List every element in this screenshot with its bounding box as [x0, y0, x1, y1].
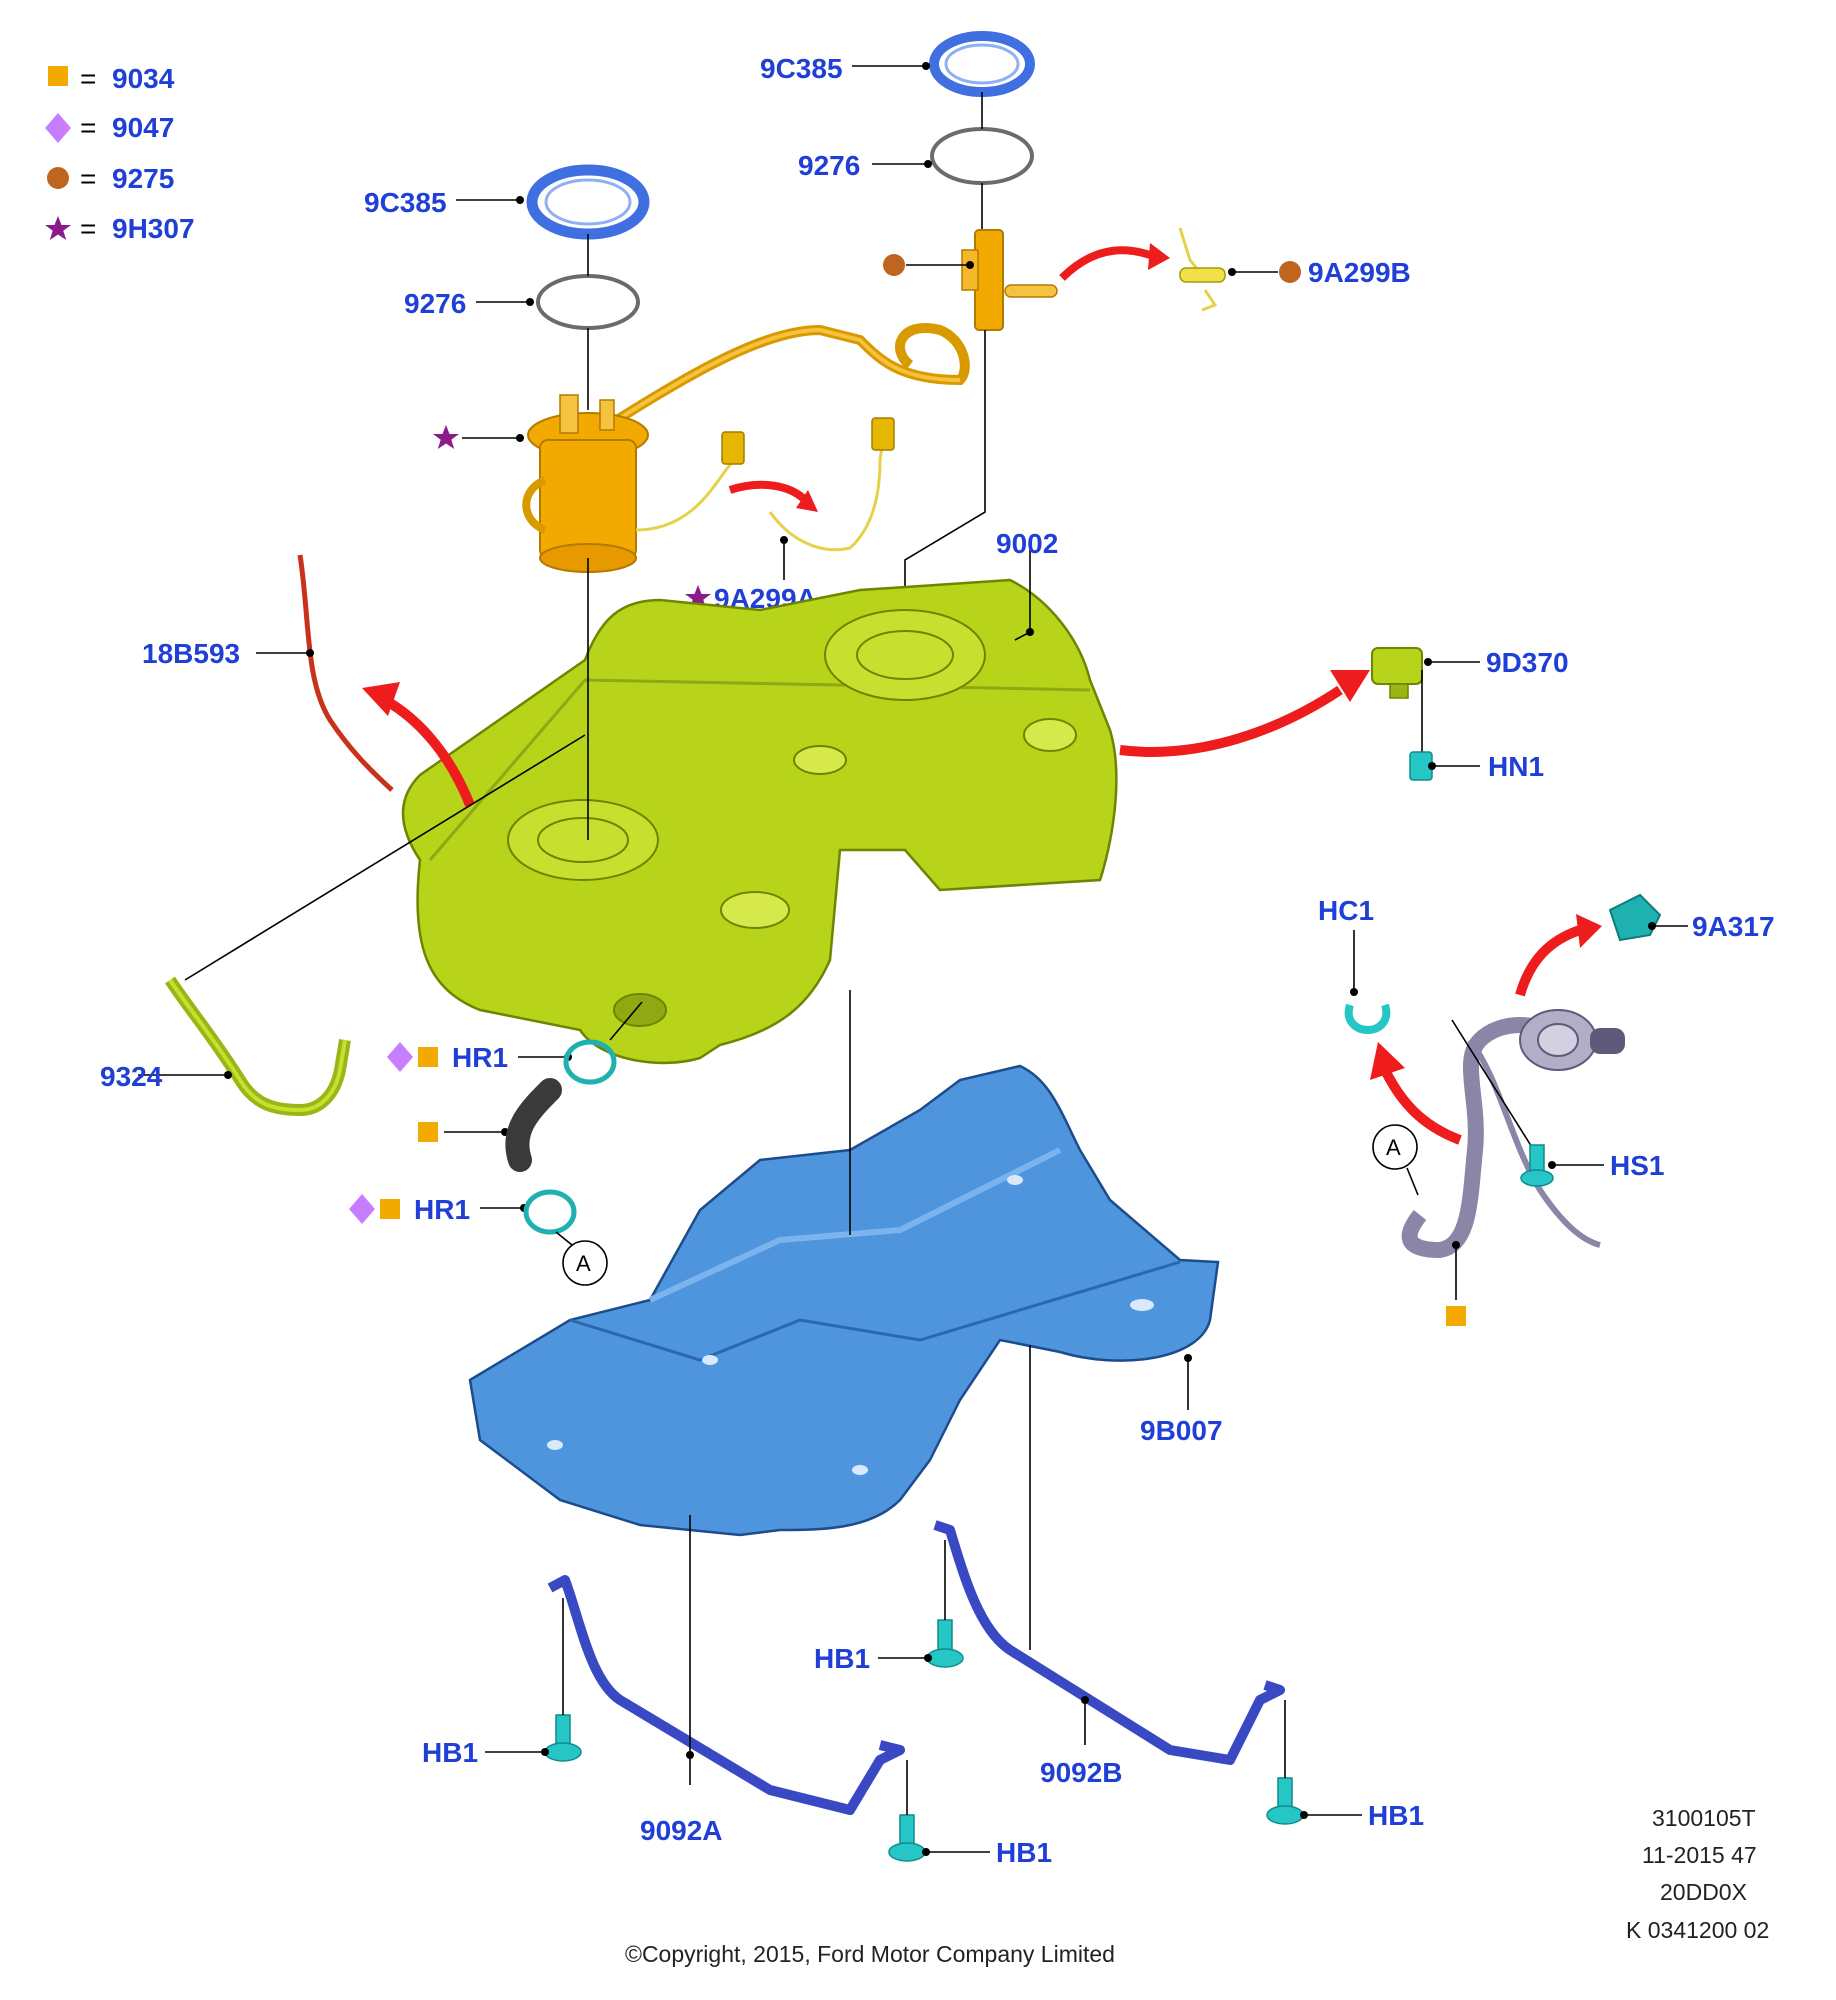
callout-a-left [562, 1240, 608, 1286]
label-9B007: 9B007 [1140, 1415, 1223, 1446]
o-ring-left-part [536, 274, 640, 330]
label-9D370: 9D370 [1486, 647, 1569, 678]
label-9A299B: 9A299B [1308, 257, 1411, 288]
arrow-head-icon [1330, 670, 1370, 702]
callout-a-left-text: A [576, 1251, 591, 1276]
symbol-9H307-icon [433, 425, 459, 449]
label-9092B: 9092B [1040, 1757, 1123, 1788]
seal-ring-left-part [526, 164, 650, 240]
arrow-head-icon [1370, 1042, 1405, 1080]
arrow-to-sender-b-icon [1059, 246, 1152, 281]
legend: = 9034 = 9047 = 9275 = 9H307 [45, 63, 195, 244]
fuel-tank-part [401, 578, 1118, 1065]
label-18B593: 18B593 [142, 638, 240, 669]
heat-shield-part [468, 1064, 1220, 1537]
legend-code-9H307: 9H307 [112, 213, 195, 244]
bolt-hb1-right-part [1266, 1777, 1304, 1825]
legend-equals: = [80, 112, 96, 143]
symbol-9275-icon [883, 254, 905, 276]
label-HR1-upper: HR1 [452, 1042, 508, 1073]
symbol-9275-icon [1279, 261, 1301, 283]
screw-hs1-part [1520, 1144, 1554, 1187]
clip-hc1-part [1344, 1003, 1391, 1035]
arrow-head-icon [1576, 914, 1602, 948]
hose-clamp-upper-part [563, 1039, 617, 1085]
label-HS1: HS1 [1610, 1150, 1664, 1181]
bolt-hb1-bottom-part [888, 1814, 926, 1862]
copyright-text: ©Copyright, 2015, Ford Motor Company Lim… [625, 1941, 1115, 1967]
label-HN1: HN1 [1488, 751, 1544, 782]
symbol-9034-icon [418, 1122, 438, 1142]
arrow-tank-to-vent-icon [382, 695, 475, 807]
vent-tube-part [297, 554, 394, 792]
sender-b-part [1178, 227, 1226, 312]
symbol-9034-icon [380, 1199, 400, 1219]
bolt-hb1-mid-part [926, 1619, 964, 1668]
symbol-9034-icon [1446, 1306, 1466, 1326]
vent-valve-part [1371, 647, 1423, 699]
symbol-9034-icon [418, 1047, 438, 1067]
label-9092A: 9092A [640, 1815, 723, 1846]
strap-9092a-part [547, 1575, 905, 1815]
strap-9092b-part [933, 1520, 1285, 1765]
label-HR1-lower: HR1 [414, 1194, 470, 1225]
o-ring-right-part [930, 127, 1034, 185]
symbol-9047-icon [349, 1194, 375, 1224]
label-9C385-left: 9C385 [364, 187, 447, 218]
arrow-filler-to-clip-icon [1380, 1067, 1462, 1145]
legend-code-9034: 9034 [112, 63, 175, 94]
arrow-to-sender-a-icon [728, 480, 808, 504]
legend-star-icon [45, 216, 71, 240]
label-HB1-bottom: HB1 [996, 1837, 1052, 1868]
arrow-head-icon [796, 490, 818, 512]
meta-line-2: 11-2015 47 [1642, 1842, 1757, 1868]
label-9324: 9324 [100, 1061, 163, 1092]
legend-equals: = [80, 213, 96, 244]
arrow-filler-to-connector-icon [1515, 925, 1582, 997]
arrow-head-icon [1148, 243, 1170, 270]
meta-line-4: K 0341200 02 [1626, 1917, 1769, 1943]
label-9276-right: 9276 [798, 150, 860, 181]
connector-9a317-part [1608, 893, 1662, 942]
meta-line-1: 3100105T [1652, 1805, 1756, 1831]
hose-clamp-lower-part [523, 1189, 577, 1235]
sender-a-part [768, 417, 895, 552]
callout-a-right [1372, 1124, 1418, 1170]
label-HB1-right: HB1 [1368, 1800, 1424, 1831]
label-9276-left: 9276 [404, 288, 466, 319]
callout-a-right-text: A [1386, 1135, 1401, 1160]
label-HB1-mid: HB1 [814, 1643, 870, 1674]
fuel-pump-module-part [522, 394, 649, 573]
arrow-tank-to-valve-icon [1119, 685, 1343, 757]
label-HC1: HC1 [1318, 895, 1374, 926]
fuel-line-tube [582, 323, 970, 445]
legend-equals: = [80, 63, 96, 94]
symbol-9H307-icon [685, 585, 711, 609]
legend-code-9275: 9275 [112, 163, 174, 194]
filler-tube-highlight [168, 978, 347, 1113]
sender-wire-part [635, 458, 736, 532]
symbol-9047-icon [387, 1042, 413, 1072]
sender-float-part [721, 431, 745, 465]
legend-square-icon [48, 66, 68, 86]
fuel-level-sender-bracket [961, 229, 1058, 331]
legend-equals: = [80, 163, 96, 194]
label-9002: 9002 [996, 528, 1058, 559]
label-9A317: 9A317 [1692, 911, 1775, 942]
label-9C385-right: 9C385 [760, 53, 843, 84]
bolt-hb1-left-part [544, 1714, 582, 1762]
legend-diamond-icon [45, 113, 71, 143]
fuel-hose-part [505, 1078, 562, 1172]
label-HB1-left: HB1 [422, 1737, 478, 1768]
legend-code-9047: 9047 [112, 112, 174, 143]
filler-tube-part [165, 976, 351, 1117]
meta-line-3: 20DD0X [1660, 1879, 1747, 1905]
legend-circle-icon [47, 167, 69, 189]
arrow-head-icon [362, 682, 400, 716]
seal-ring-right-part [929, 31, 1035, 97]
